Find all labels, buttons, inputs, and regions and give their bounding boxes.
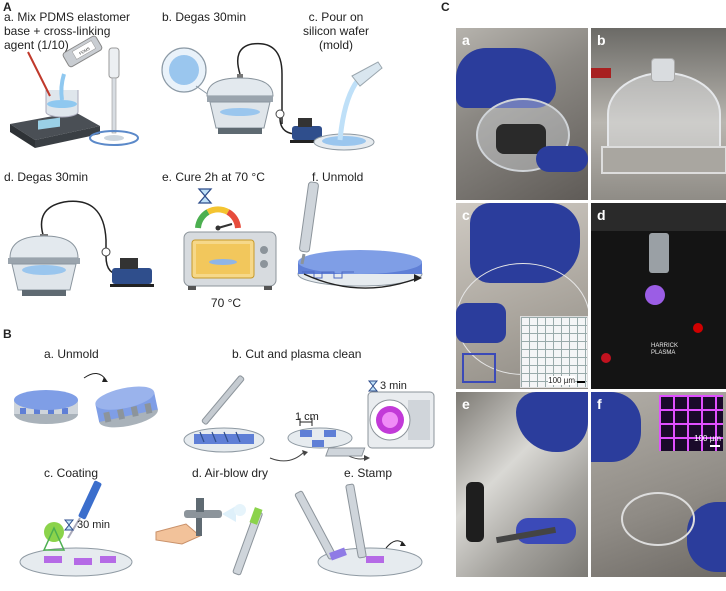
photo-f-stamping: 100 µm f [591,392,726,577]
photo-e-label: e [462,396,470,412]
coating-time-label: 30 min [77,519,111,531]
step-c-pour-caption: c. Pour on silicon wafer (mold) [302,10,370,52]
bottle-label: PDMS [78,46,91,56]
pdms-slab-illustration [14,373,158,428]
coating-pipette-dish-illustration [19,480,133,577]
photo-c-label: c [462,207,470,223]
photo-c-scale-label: 100 µm [548,376,575,385]
scale-with-beaker-illustration: PDMS [10,35,103,148]
step-b-d-dry-caption: d. Air-blow dry [192,466,269,480]
hourglass-icon [197,188,213,204]
photo-d-plasma-cleaner: HARRICK PLASMA d [591,203,726,389]
panel-a-letter: A [3,0,12,14]
plasma-timer-hourglass-icon [367,380,379,392]
photo-f-label: f [597,396,602,412]
step-a-mix-caption: a. Mix PDMS elastomer base + cross-linki… [4,10,131,52]
photo-f-scale-label: 100 µm [694,434,721,443]
stirrer-rod-illustration [89,47,139,146]
step-b-a-unmold-caption: a. Unmold [44,347,99,361]
photo-d-label: d [597,207,606,223]
unmold-spatula-illustration [297,181,423,289]
photo-b-desiccator: b [591,28,726,200]
stamp-illustration [294,483,423,577]
step-b-c-coating-caption: c. Coating [44,466,99,480]
vacuum-desiccator-pump-illustration [161,42,324,143]
plasma-brand-label: HARRICK PLASMA [651,343,679,356]
step-e-cure-caption: e. Cure 2h at 70 °C [162,170,265,184]
photo-c-cutting: 100 µm c [456,203,588,389]
panel-b-letter: B [3,327,12,341]
cut-size-label: 1 cm [295,411,319,423]
oven-temperature-label: 70 °C [210,296,242,310]
curing-oven-illustration [183,231,277,290]
pour-on-wafer-illustration [313,61,383,151]
coating-timer-hourglass-icon [63,519,75,531]
panel-c-letter: C [441,0,450,14]
photo-c-micrograph-inset: 100 µm [520,316,588,388]
temperature-gauge-icon [195,206,241,231]
step-b-b-cut-caption: b. Cut and plasma clean [232,347,362,361]
step-d-degas-caption: d. Degas 30min [4,170,89,184]
step-b-e-stamp-caption: e. Stamp [344,466,393,480]
step-b-degas-caption: b. Degas 30min [162,10,247,24]
photo-a-label: a [462,32,470,48]
photo-f-micrograph-inset: 100 µm [659,395,723,451]
airbrush-drying-illustration [155,498,263,576]
step-f-unmold-caption: f. Unmold [312,170,364,184]
plasma-time-label: 3 min [380,380,407,392]
vacuum-desiccator-pump-illustration-2 [8,200,154,296]
photo-e-air-drying: e [456,392,588,577]
photo-b-label: b [597,32,606,48]
photo-a-desiccator-handling: a [456,28,588,200]
cut-and-plasma-illustration [183,375,435,462]
